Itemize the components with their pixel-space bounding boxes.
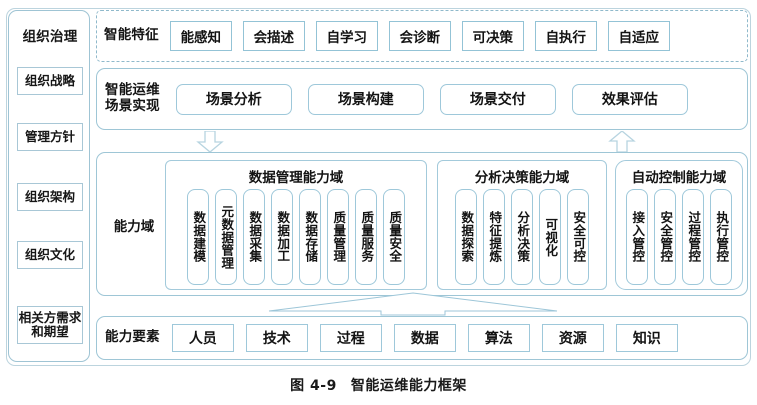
scenario-label-line2: 场景实现 bbox=[105, 98, 160, 114]
domain-cell-security-control[interactable]: 安全管控 bbox=[654, 189, 676, 285]
figure-number: 图 4-9 bbox=[290, 378, 337, 394]
element-chip-data[interactable]: 数据 bbox=[393, 324, 456, 352]
feature-chip-selflearn[interactable]: 自学习 bbox=[315, 21, 378, 51]
domain-cell-feature-extraction[interactable]: 特征提炼 bbox=[483, 189, 505, 285]
feature-chip-selfadapt[interactable]: 自适应 bbox=[607, 21, 670, 51]
element-chip-technology[interactable]: 技术 bbox=[245, 324, 308, 352]
governance-item-strategy[interactable]: 组织战略 bbox=[17, 67, 83, 95]
domain-cell-data-processing[interactable]: 数据加工 bbox=[271, 189, 293, 285]
domain-cell-access-control[interactable]: 接入管控 bbox=[626, 189, 648, 285]
governance-item-structure[interactable]: 组织架构 bbox=[17, 183, 83, 211]
feature-chip-perceive[interactable]: 能感知 bbox=[169, 21, 232, 51]
domain-group-data-management: 数据管理能力域 数据建模 元数据管理 数据采集 数据加工 数据存储 质量管理 质… bbox=[165, 160, 427, 290]
domain-cell-quality-service[interactable]: 质量服务 bbox=[355, 189, 377, 285]
domain-cell-execution-control[interactable]: 执行管控 bbox=[710, 189, 732, 285]
capability-domain-label: 能力域 bbox=[113, 219, 155, 235]
governance-title: 组织治理 bbox=[22, 29, 78, 45]
domain-cell-data-exploration[interactable]: 数据探索 bbox=[455, 189, 477, 285]
governance-item-stakeholder[interactable]: 相关方需求和期望 bbox=[17, 306, 83, 344]
arrow-down-icon bbox=[196, 131, 224, 153]
domain-group-automatic-control: 自动控制能力域 接入管控 安全管控 过程管控 执行管控 bbox=[615, 160, 743, 290]
scenario-chip-build[interactable]: 场景构建 bbox=[307, 83, 424, 115]
feature-chip-selfexecute[interactable]: 自执行 bbox=[534, 21, 597, 51]
domain-group-analysis-decision: 分析决策能力域 数据探索 特征提炼 分析决策 可视化 安全可控 bbox=[437, 160, 607, 290]
domain-cell-data-modeling[interactable]: 数据建模 bbox=[187, 189, 209, 285]
governance-item-policy[interactable]: 管理方针 bbox=[17, 123, 83, 151]
element-chip-algorithm[interactable]: 算法 bbox=[467, 324, 530, 352]
element-chip-resource[interactable]: 资源 bbox=[541, 324, 604, 352]
domain-group-title-analysis-decision: 分析决策能力域 bbox=[474, 170, 570, 186]
domain-cell-visualization[interactable]: 可视化 bbox=[539, 189, 561, 285]
scenario-chip-analysis[interactable]: 场景分析 bbox=[175, 83, 292, 115]
domain-cell-quality-security[interactable]: 质量安全 bbox=[383, 189, 405, 285]
domain-cell-analysis-decision[interactable]: 分析决策 bbox=[511, 189, 533, 285]
governance-column: 组织治理 组织战略 管理方针 组织架构 组织文化 相关方需求和期望 bbox=[8, 10, 90, 362]
scenario-implementation-label: 智能运维 场景实现 bbox=[105, 83, 160, 114]
domain-cell-quality-mgmt[interactable]: 质量管理 bbox=[327, 189, 349, 285]
capability-elements-row: 能力要素 人员 技术 过程 数据 算法 资源 知识 bbox=[96, 316, 748, 360]
capability-elements-label: 能力要素 bbox=[105, 329, 160, 346]
domain-cell-metadata-mgmt[interactable]: 元数据管理 bbox=[215, 189, 237, 285]
element-chip-process[interactable]: 过程 bbox=[319, 324, 382, 352]
intelligent-features-label: 智能特征 bbox=[104, 27, 159, 44]
domain-cell-safety-controllable[interactable]: 安全可控 bbox=[567, 189, 589, 285]
domain-cell-process-control[interactable]: 过程管控 bbox=[682, 189, 704, 285]
arrow-up-icon bbox=[608, 131, 636, 153]
domain-cell-list-automatic-control: 接入管控 安全管控 过程管控 执行管控 bbox=[616, 187, 742, 287]
domain-cell-data-storage[interactable]: 数据存储 bbox=[299, 189, 321, 285]
governance-item-culture[interactable]: 组织文化 bbox=[17, 241, 83, 269]
wide-arrow-up-icon bbox=[268, 292, 558, 316]
element-chip-personnel[interactable]: 人员 bbox=[171, 324, 234, 352]
scenario-chip-delivery[interactable]: 场景交付 bbox=[439, 83, 556, 115]
feature-chip-decide[interactable]: 可决策 bbox=[461, 21, 524, 51]
element-chip-knowledge[interactable]: 知识 bbox=[615, 324, 678, 352]
domain-cell-list-analysis-decision: 数据探索 特征提炼 分析决策 可视化 安全可控 bbox=[438, 187, 606, 287]
domain-group-title-data-management: 数据管理能力域 bbox=[248, 170, 344, 186]
feature-chip-describe[interactable]: 会描述 bbox=[242, 21, 305, 51]
capability-domain-row: 能力域 数据管理能力域 数据建模 元数据管理 数据采集 数据加工 数据存储 质量… bbox=[96, 152, 748, 296]
figure-caption: 图 4-9 智能运维能力框架 bbox=[0, 375, 757, 395]
domain-cell-data-collection[interactable]: 数据采集 bbox=[243, 189, 265, 285]
scenario-chip-evaluation[interactable]: 效果评估 bbox=[571, 83, 688, 115]
domain-cell-list-data-management: 数据建模 元数据管理 数据采集 数据加工 数据存储 质量管理 质量服务 质量安全 bbox=[166, 187, 426, 287]
figure-title: 智能运维能力框架 bbox=[350, 378, 467, 394]
domain-group-title-automatic-control: 自动控制能力域 bbox=[631, 170, 727, 186]
feature-chip-diagnose[interactable]: 会诊断 bbox=[388, 21, 451, 51]
intelligent-features-row: 智能特征 能感知 会描述 自学习 会诊断 可决策 自执行 自适应 bbox=[96, 10, 748, 62]
scenario-implementation-row: 智能运维 场景实现 场景分析 场景构建 场景交付 效果评估 bbox=[96, 68, 748, 130]
scenario-label-line1: 智能运维 bbox=[105, 82, 160, 99]
